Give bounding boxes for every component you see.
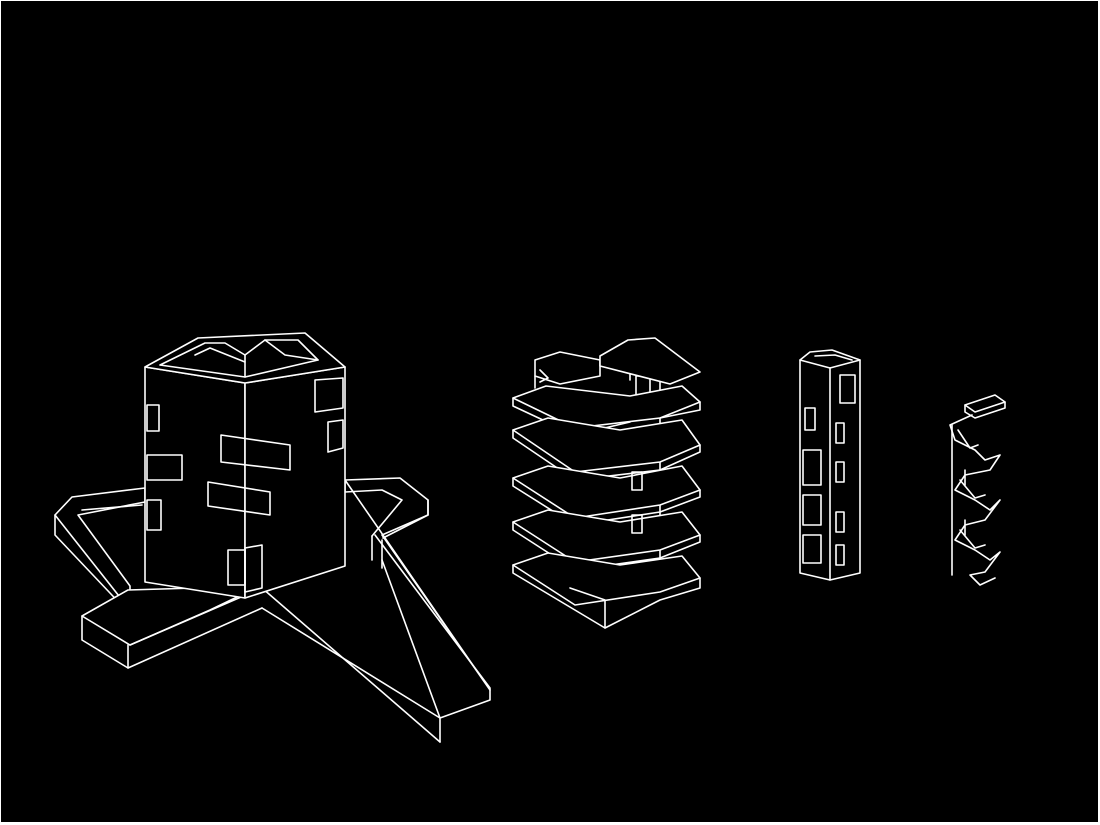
window	[146, 454, 183, 481]
tower-with-ramps-model	[54, 332, 491, 743]
window	[327, 419, 344, 453]
front-ramp	[81, 585, 263, 669]
stacked-floor-plates-model	[512, 337, 701, 629]
door	[244, 544, 263, 593]
window	[220, 434, 291, 471]
window	[146, 404, 160, 432]
window	[207, 481, 271, 516]
window	[146, 499, 162, 531]
tower-body	[144, 332, 346, 599]
window	[314, 377, 344, 413]
spiral-stair-model	[949, 394, 1006, 586]
right-ramp	[261, 477, 491, 743]
circulation-core-model	[799, 349, 861, 581]
